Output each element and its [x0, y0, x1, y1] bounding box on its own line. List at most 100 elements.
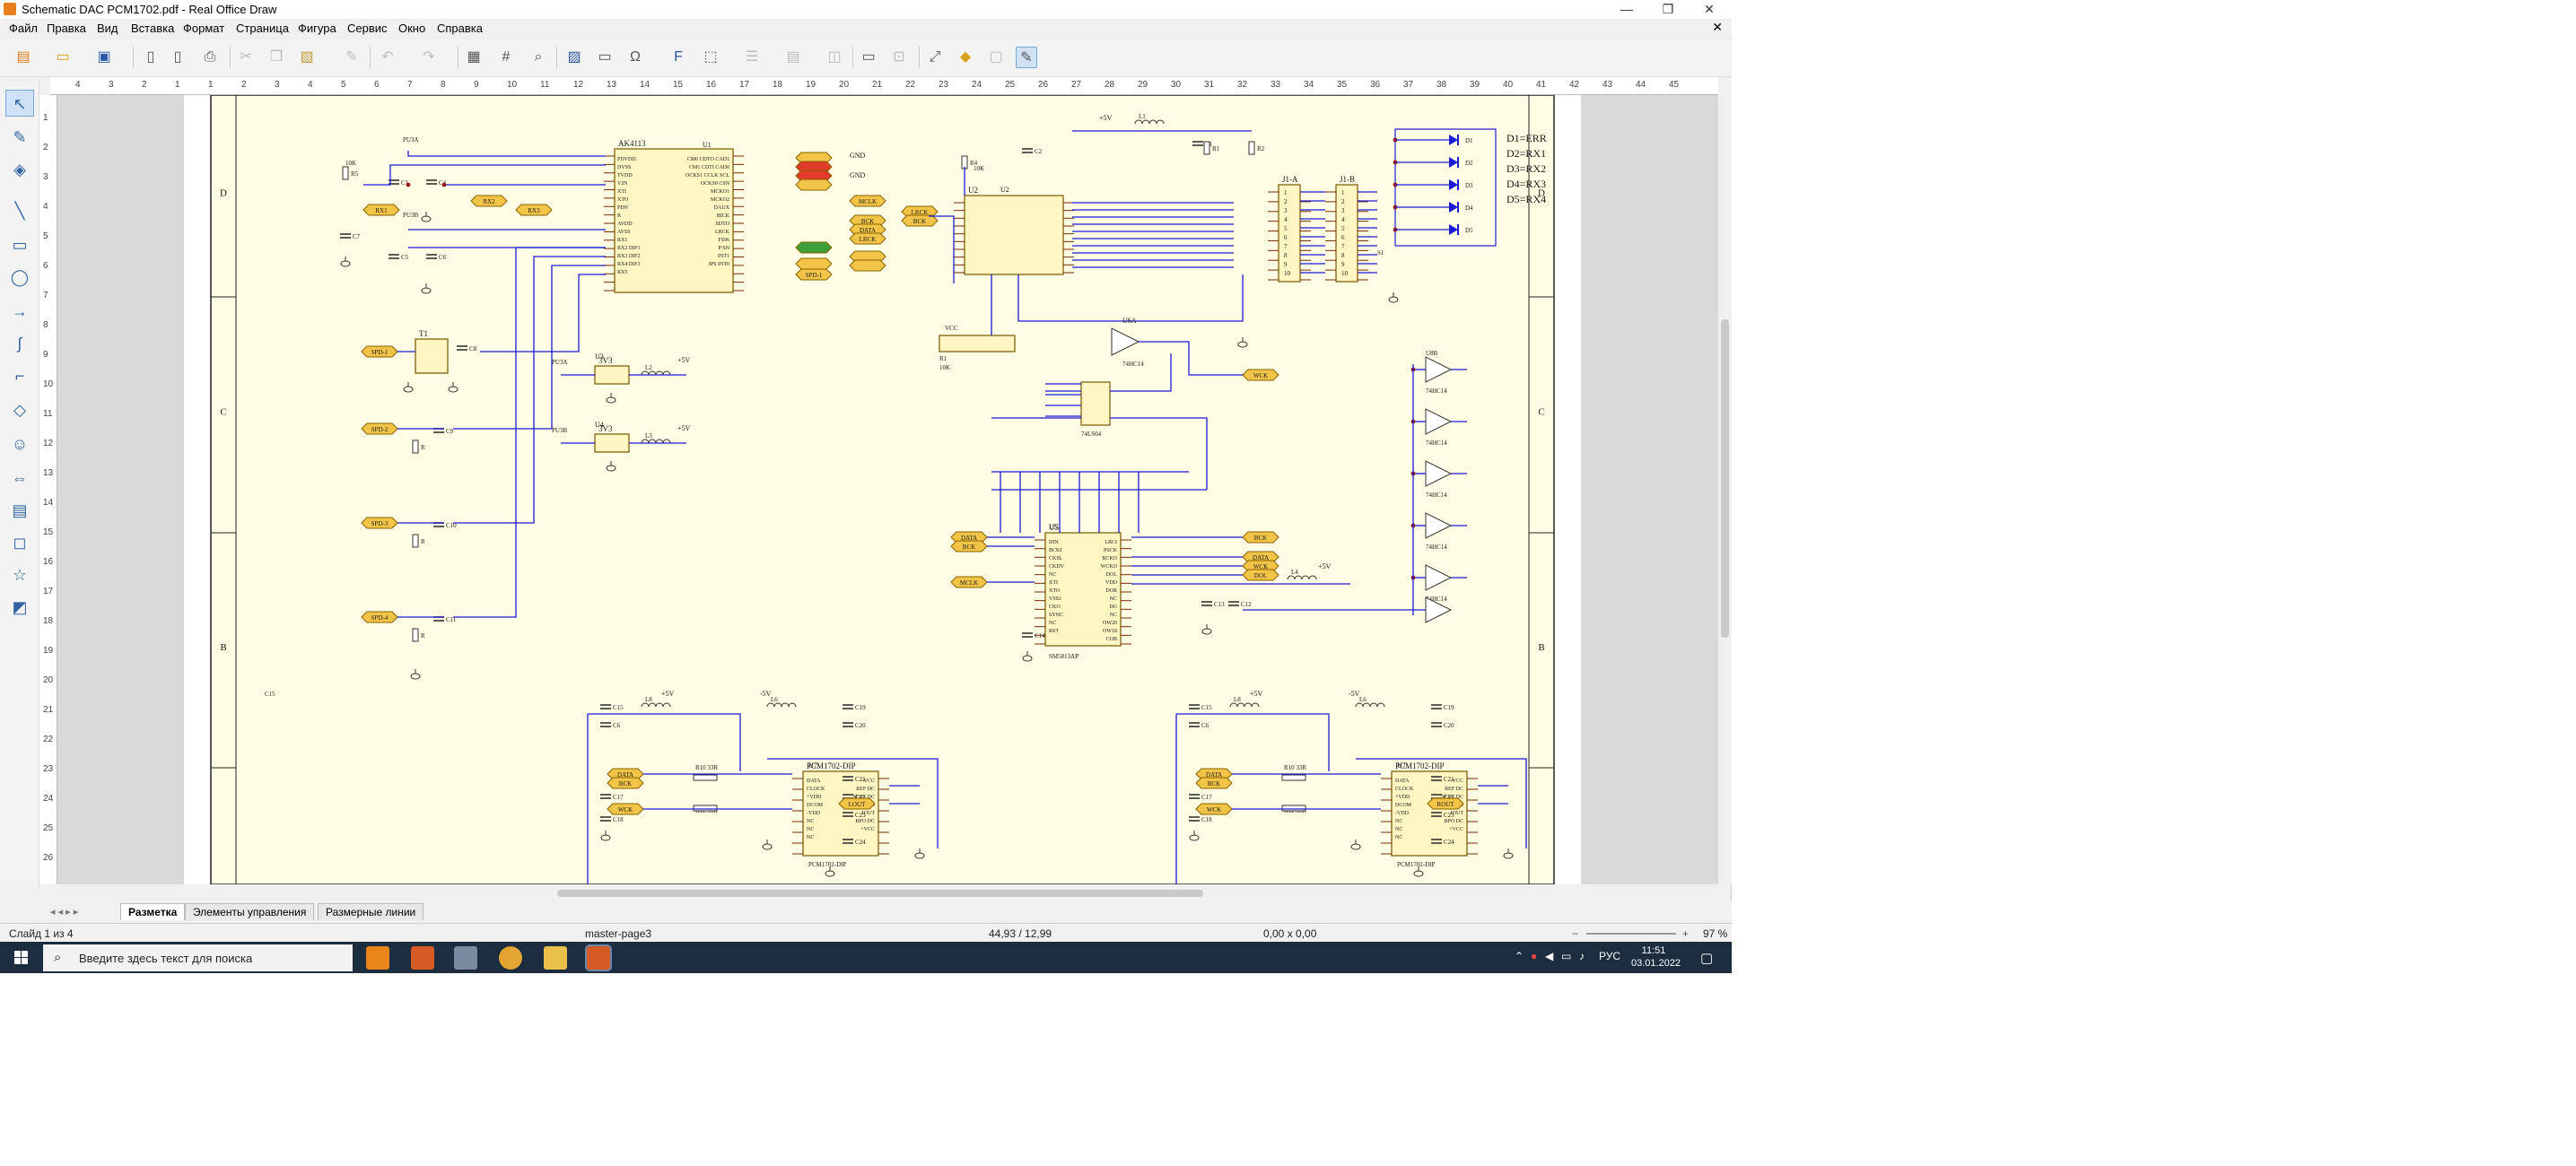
- textbox-icon[interactable]: ▭: [598, 49, 612, 65]
- open-icon[interactable]: ▭: [56, 49, 70, 65]
- ruler-tick-label: 10: [507, 80, 518, 90]
- undo-icon[interactable]: ↶: [381, 49, 394, 65]
- cut-icon[interactable]: ✂: [240, 49, 252, 65]
- menu-format[interactable]: Формат: [183, 22, 225, 35]
- menu-help[interactable]: Справка: [437, 22, 483, 35]
- save-icon[interactable]: ▣: [97, 49, 111, 65]
- network-icon[interactable]: ▭: [1561, 950, 1572, 962]
- vertical-scroll-thumb[interactable]: [1721, 319, 1729, 638]
- zoom-level[interactable]: 97 %: [1703, 927, 1728, 940]
- block-arrows-icon[interactable]: ⇔: [12, 469, 28, 487]
- export-icon[interactable]: ▯: [173, 49, 182, 65]
- toggle-extrusion-icon[interactable]: ▢: [989, 49, 1003, 65]
- tab-dimension-lines[interactable]: Размерные линии: [318, 903, 424, 920]
- close-button[interactable]: ✕: [1704, 2, 1715, 16]
- net-label-text: RX2: [483, 198, 495, 205]
- helplines-icon[interactable]: #: [502, 49, 511, 65]
- callouts-icon[interactable]: ◻: [13, 534, 27, 552]
- 3d-objects-icon[interactable]: ◩: [12, 598, 28, 616]
- transformer-t1-label: T1: [419, 329, 428, 338]
- minimize-button[interactable]: —: [1620, 2, 1633, 16]
- menu-page[interactable]: Страница: [236, 22, 289, 35]
- document-close-icon[interactable]: ✕: [1712, 20, 1723, 34]
- clone-formatting-icon[interactable]: ✎: [345, 49, 358, 65]
- net-label: [795, 241, 833, 254]
- capacitor-label: C13: [1214, 601, 1225, 608]
- line-arrow-icon[interactable]: →: [12, 302, 28, 320]
- special-character-icon[interactable]: Ω: [630, 49, 641, 65]
- office-app-icon[interactable]: [411, 946, 434, 970]
- tray-app-icon[interactable]: ●: [1531, 950, 1538, 962]
- stars-icon[interactable]: ☆: [12, 566, 28, 584]
- zoom-slider[interactable]: [1586, 933, 1676, 935]
- tab-controls[interactable]: Элементы управления: [185, 903, 315, 920]
- zoom-out-icon[interactable]: −: [1572, 927, 1579, 940]
- zoom-in-icon[interactable]: +: [1682, 927, 1690, 940]
- volume-icon[interactable]: ♪: [1579, 950, 1585, 962]
- paste-icon[interactable]: ▧: [300, 49, 314, 65]
- menu-view[interactable]: Вид: [97, 22, 118, 35]
- speaker-icon[interactable]: ◀: [1545, 950, 1554, 962]
- grid-icon[interactable]: ▦: [467, 49, 481, 65]
- horizontal-scroll-thumb[interactable]: [557, 890, 1203, 897]
- vertical-scrollbar[interactable]: [1718, 77, 1732, 884]
- menu-tools[interactable]: Сервис: [347, 22, 388, 35]
- capacitor-label: C20: [1444, 722, 1454, 729]
- ellipse-icon[interactable]: ◯: [10, 268, 30, 286]
- distribute-icon[interactable]: ◫: [827, 49, 842, 65]
- vlc-icon[interactable]: [366, 946, 389, 970]
- zoom-icon[interactable]: ⌕: [534, 49, 543, 65]
- net-label-text: SPD-1: [806, 272, 823, 279]
- arrange-icon[interactable]: ▤: [786, 49, 800, 65]
- menu-insert[interactable]: Вставка: [131, 22, 175, 35]
- real-office-draw-taskbar-icon[interactable]: [585, 944, 612, 971]
- settings-app-icon[interactable]: [454, 946, 477, 970]
- fontwork-icon[interactable]: F: [674, 49, 683, 65]
- chip-type-label: PCM1702-DIP: [808, 861, 847, 868]
- tab-layout[interactable]: Разметка: [120, 903, 186, 920]
- horizontal-scrollbar[interactable]: [50, 887, 1719, 900]
- print-icon[interactable]: ⎙: [204, 49, 216, 65]
- export-pdf-icon[interactable]: ▯: [146, 49, 155, 65]
- show-draw-functions-icon[interactable]: ✎: [1016, 47, 1037, 68]
- symbol-shapes-icon[interactable]: ☺: [11, 435, 29, 453]
- menu-file[interactable]: Файл: [9, 22, 38, 35]
- transformations-icon[interactable]: ⬚: [703, 49, 718, 65]
- file-explorer-icon[interactable]: [544, 946, 567, 970]
- image-icon[interactable]: ▨: [567, 49, 581, 65]
- fill-color-icon[interactable]: ◈: [13, 161, 26, 178]
- basic-shapes-icon[interactable]: ◇: [13, 401, 26, 419]
- menu-shape[interactable]: Фигура: [298, 22, 336, 35]
- flowchart-icon[interactable]: ▤: [12, 501, 28, 519]
- taskbar-search-input[interactable]: ⌕ Введите здесь текст для поиска: [43, 944, 353, 971]
- menu-edit[interactable]: Правка: [47, 22, 86, 35]
- pin-name: INT1: [718, 254, 729, 259]
- align-icon[interactable]: ☰: [745, 49, 759, 65]
- net-label: [470, 195, 508, 207]
- shadow-icon[interactable]: ▭: [861, 49, 876, 65]
- tray-expand-icon[interactable]: ⌃: [1515, 950, 1524, 962]
- line-color-icon[interactable]: ✎: [13, 128, 27, 146]
- copy-icon[interactable]: ❐: [269, 49, 284, 65]
- taskbar-clock[interactable]: 11:51 03.01.2022: [1631, 945, 1681, 969]
- menu-window[interactable]: Окно: [398, 22, 426, 35]
- connector-icon[interactable]: ⌐: [14, 367, 25, 385]
- title-bar: Schematic DAC PCM1702.pdf - Real Office …: [0, 0, 1732, 19]
- glue-points-icon[interactable]: ◆: [959, 49, 972, 65]
- select-icon[interactable]: ↖: [5, 90, 34, 117]
- redo-icon[interactable]: ↷: [423, 49, 435, 65]
- points-icon[interactable]: ⤢: [929, 49, 941, 65]
- curve-icon[interactable]: ∫: [17, 335, 22, 352]
- notifications-icon[interactable]: ▢: [1700, 951, 1714, 966]
- frame-row-label: B: [220, 642, 226, 653]
- crop-icon[interactable]: ⊡: [893, 49, 905, 65]
- new-icon[interactable]: ▤: [16, 49, 31, 65]
- line-icon[interactable]: ╲: [14, 202, 25, 220]
- tab-nav-icon[interactable]: ◂ ◂ ▸ ▸: [50, 907, 79, 918]
- chrome-icon[interactable]: [499, 946, 522, 970]
- restore-button[interactable]: ❐: [1662, 2, 1674, 16]
- language-indicator[interactable]: РУС: [1599, 950, 1621, 962]
- windows-start-icon[interactable]: [14, 951, 29, 965]
- rectangle-icon[interactable]: ▭: [12, 236, 28, 254]
